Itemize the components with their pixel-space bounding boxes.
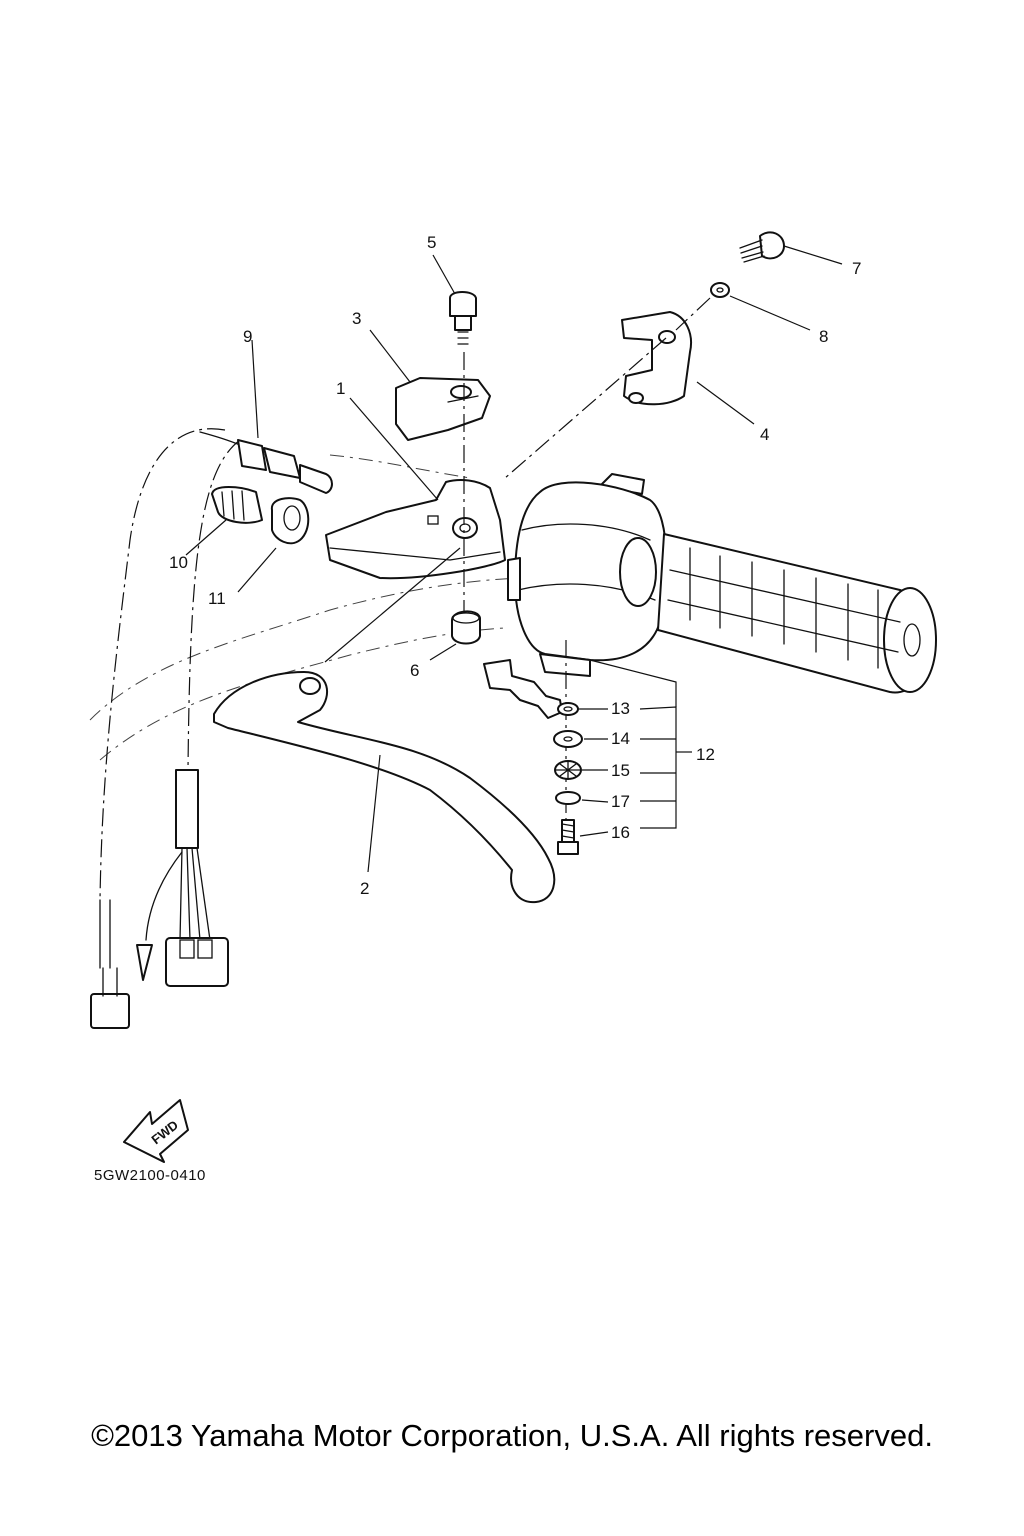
bolt-5 (432, 254, 477, 620)
handle-grip (657, 533, 937, 694)
fwd-arrow-icon: FWD (123, 1099, 189, 1163)
callout-12: 12 (696, 745, 715, 764)
callout-2: 2 (360, 879, 369, 898)
nut-6 (429, 610, 481, 661)
callout-6: 6 (410, 661, 419, 680)
callout-1: 1 (336, 379, 345, 398)
lever-bracket-1 (325, 397, 506, 580)
switch-3 (369, 329, 491, 441)
callout-16: 16 (611, 823, 630, 842)
screw-7 (739, 231, 843, 265)
callout-10: 10 (169, 553, 188, 572)
clamp-4 (504, 311, 755, 479)
locknut-11 (237, 497, 310, 593)
copyright-notice: ©2013 Yamaha Motor Corporation, U.S.A. A… (91, 1418, 933, 1453)
callout-5: 5 (427, 233, 436, 252)
callout-labels: 1 2 3 4 5 6 7 8 9 10 11 12 13 14 15 17 1… (169, 233, 861, 898)
callout-15: 15 (611, 761, 630, 780)
cable-adjuster-9 (199, 339, 333, 494)
switch-housing (507, 473, 668, 677)
callout-7: 7 (852, 259, 861, 278)
callout-9: 9 (243, 327, 252, 346)
callout-3: 3 (352, 309, 361, 328)
washer-8 (675, 282, 811, 331)
callout-14: 14 (611, 729, 630, 748)
adjuster-sleeve-10 (185, 486, 263, 556)
diagram-code: 5GW2100-0410 (94, 1167, 206, 1184)
wiring-harness (90, 428, 241, 1029)
callout-13: 13 (611, 699, 630, 718)
callout-4: 4 (760, 425, 769, 444)
lever-2 (213, 547, 556, 904)
callout-17: 17 (611, 792, 630, 811)
callout-8: 8 (819, 327, 828, 346)
hardware-stack (483, 640, 692, 855)
callout-11: 11 (208, 589, 226, 608)
